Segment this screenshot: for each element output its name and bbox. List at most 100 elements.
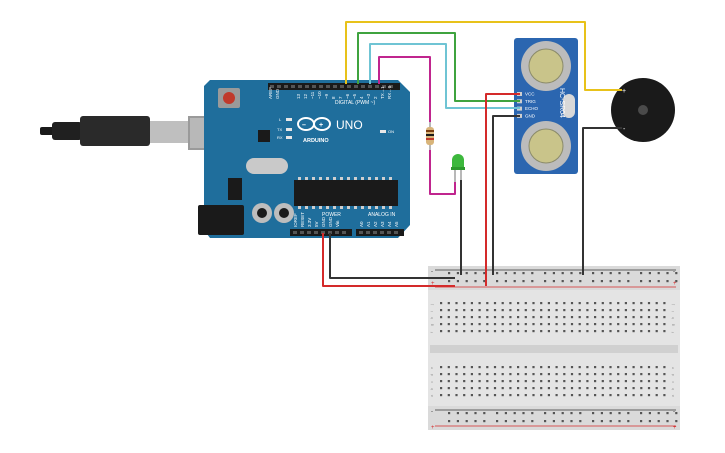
breadboard-hole[interactable]: [486, 330, 489, 333]
breadboard-hole[interactable]: [524, 380, 527, 383]
breadboard-hole[interactable]: [555, 316, 558, 319]
rail-hole[interactable]: [561, 420, 564, 423]
breadboard-hole[interactable]: [501, 394, 504, 397]
breadboard-hole[interactable]: [493, 316, 497, 319]
breadboard-hole[interactable]: [586, 387, 589, 390]
rail-hole[interactable]: [618, 272, 621, 275]
breadboard-hole[interactable]: [547, 380, 550, 383]
breadboard-hole[interactable]: [609, 316, 612, 319]
breadboard-hole[interactable]: [609, 366, 612, 369]
breadboard-hole[interactable]: [609, 387, 612, 390]
breadboard-hole[interactable]: [663, 323, 666, 326]
rail-hole[interactable]: [513, 412, 516, 415]
rail-hole[interactable]: [600, 272, 603, 275]
breadboard-hole[interactable]: [501, 302, 504, 305]
rail-hole[interactable]: [522, 272, 525, 275]
breadboard-hole[interactable]: [478, 394, 481, 397]
breadboard-hole[interactable]: [524, 373, 527, 376]
breadboard-hole[interactable]: [563, 330, 566, 333]
breadboard-hole[interactable]: [632, 366, 635, 369]
breadboard-hole[interactable]: [478, 380, 481, 383]
breadboard-hole[interactable]: [493, 373, 497, 376]
rail-hole[interactable]: [456, 272, 459, 275]
breadboard-hole[interactable]: [517, 380, 520, 383]
rail-hole[interactable]: [531, 412, 534, 415]
rail-hole[interactable]: [456, 412, 459, 415]
breadboard-hole[interactable]: [617, 380, 620, 383]
rail-hole[interactable]: [592, 280, 595, 283]
breadboard-hole[interactable]: [570, 373, 574, 376]
breadboard-hole[interactable]: [617, 387, 620, 390]
rail-hole[interactable]: [522, 280, 525, 283]
breadboard-hole[interactable]: [655, 387, 658, 390]
breadboard-hole[interactable]: [663, 366, 666, 369]
rail-hole[interactable]: [448, 420, 451, 423]
breadboard-hole[interactable]: [640, 394, 643, 397]
breadboard-hole[interactable]: [501, 316, 504, 319]
breadboard-hole[interactable]: [586, 330, 589, 333]
breadboard-hole[interactable]: [478, 373, 481, 376]
breadboard-hole[interactable]: [547, 330, 550, 333]
breadboard-hole[interactable]: [563, 302, 566, 305]
rail-hole[interactable]: [474, 412, 477, 415]
rail-hole[interactable]: [465, 420, 468, 423]
breadboard-hole[interactable]: [570, 330, 574, 333]
breadboard-hole[interactable]: [655, 309, 658, 312]
breadboard-hole[interactable]: [447, 387, 450, 390]
breadboard-hole[interactable]: [524, 366, 527, 369]
breadboard-hole[interactable]: [540, 316, 543, 319]
breadboard-hole[interactable]: [609, 309, 612, 312]
breadboard-hole[interactable]: [486, 316, 489, 319]
breadboard-hole[interactable]: [493, 302, 497, 305]
breadboard-hole[interactable]: [470, 316, 473, 319]
breadboard-hole[interactable]: [547, 316, 550, 319]
breadboard-hole[interactable]: [517, 387, 520, 390]
breadboard-hole[interactable]: [524, 316, 527, 319]
rail-hole[interactable]: [618, 280, 621, 283]
breadboard-hole[interactable]: [594, 330, 597, 333]
breadboard-hole[interactable]: [632, 394, 635, 397]
breadboard-hole[interactable]: [447, 302, 450, 305]
breadboard-hole[interactable]: [447, 366, 450, 369]
rail-hole[interactable]: [600, 420, 603, 423]
breadboard-hole[interactable]: [547, 302, 550, 305]
breadboard-hole[interactable]: [594, 394, 597, 397]
breadboard-hole[interactable]: [524, 387, 527, 390]
breadboard-hole[interactable]: [647, 380, 651, 383]
breadboard-hole[interactable]: [524, 394, 527, 397]
breadboard-hole[interactable]: [493, 309, 497, 312]
breadboard-hole[interactable]: [478, 366, 481, 369]
rail-hole[interactable]: [544, 412, 547, 415]
breadboard-hole[interactable]: [455, 323, 458, 326]
breadboard-hole[interactable]: [447, 394, 450, 397]
breadboard-hole[interactable]: [647, 366, 651, 369]
breadboard-hole[interactable]: [570, 302, 574, 305]
breadboard-hole[interactable]: [517, 316, 520, 319]
breadboard-hole[interactable]: [624, 330, 627, 333]
breadboard-hole[interactable]: [624, 366, 627, 369]
breadboard-hole[interactable]: [440, 316, 443, 319]
breadboard-hole[interactable]: [463, 302, 466, 305]
breadboard-hole[interactable]: [532, 316, 535, 319]
breadboard-hole[interactable]: [470, 323, 473, 326]
rail-hole[interactable]: [552, 412, 555, 415]
rail-hole[interactable]: [561, 272, 564, 275]
rail-hole[interactable]: [609, 272, 612, 275]
breadboard-hole[interactable]: [455, 380, 458, 383]
breadboard-hole[interactable]: [640, 330, 643, 333]
rail-hole[interactable]: [579, 280, 582, 283]
breadboard-hole[interactable]: [586, 373, 589, 376]
breadboard-hole[interactable]: [555, 373, 558, 376]
breadboard-hole[interactable]: [617, 323, 620, 326]
breadboard-hole[interactable]: [478, 316, 481, 319]
breadboard-hole[interactable]: [570, 366, 574, 369]
breadboard-hole[interactable]: [447, 309, 450, 312]
breadboard-hole[interactable]: [532, 394, 535, 397]
breadboard-hole[interactable]: [578, 330, 581, 333]
rail-hole[interactable]: [552, 420, 555, 423]
breadboard-hole[interactable]: [594, 387, 597, 390]
breadboard-hole[interactable]: [578, 316, 581, 319]
breadboard-hole[interactable]: [547, 373, 550, 376]
breadboard-hole[interactable]: [509, 309, 512, 312]
rail-hole[interactable]: [657, 412, 660, 415]
